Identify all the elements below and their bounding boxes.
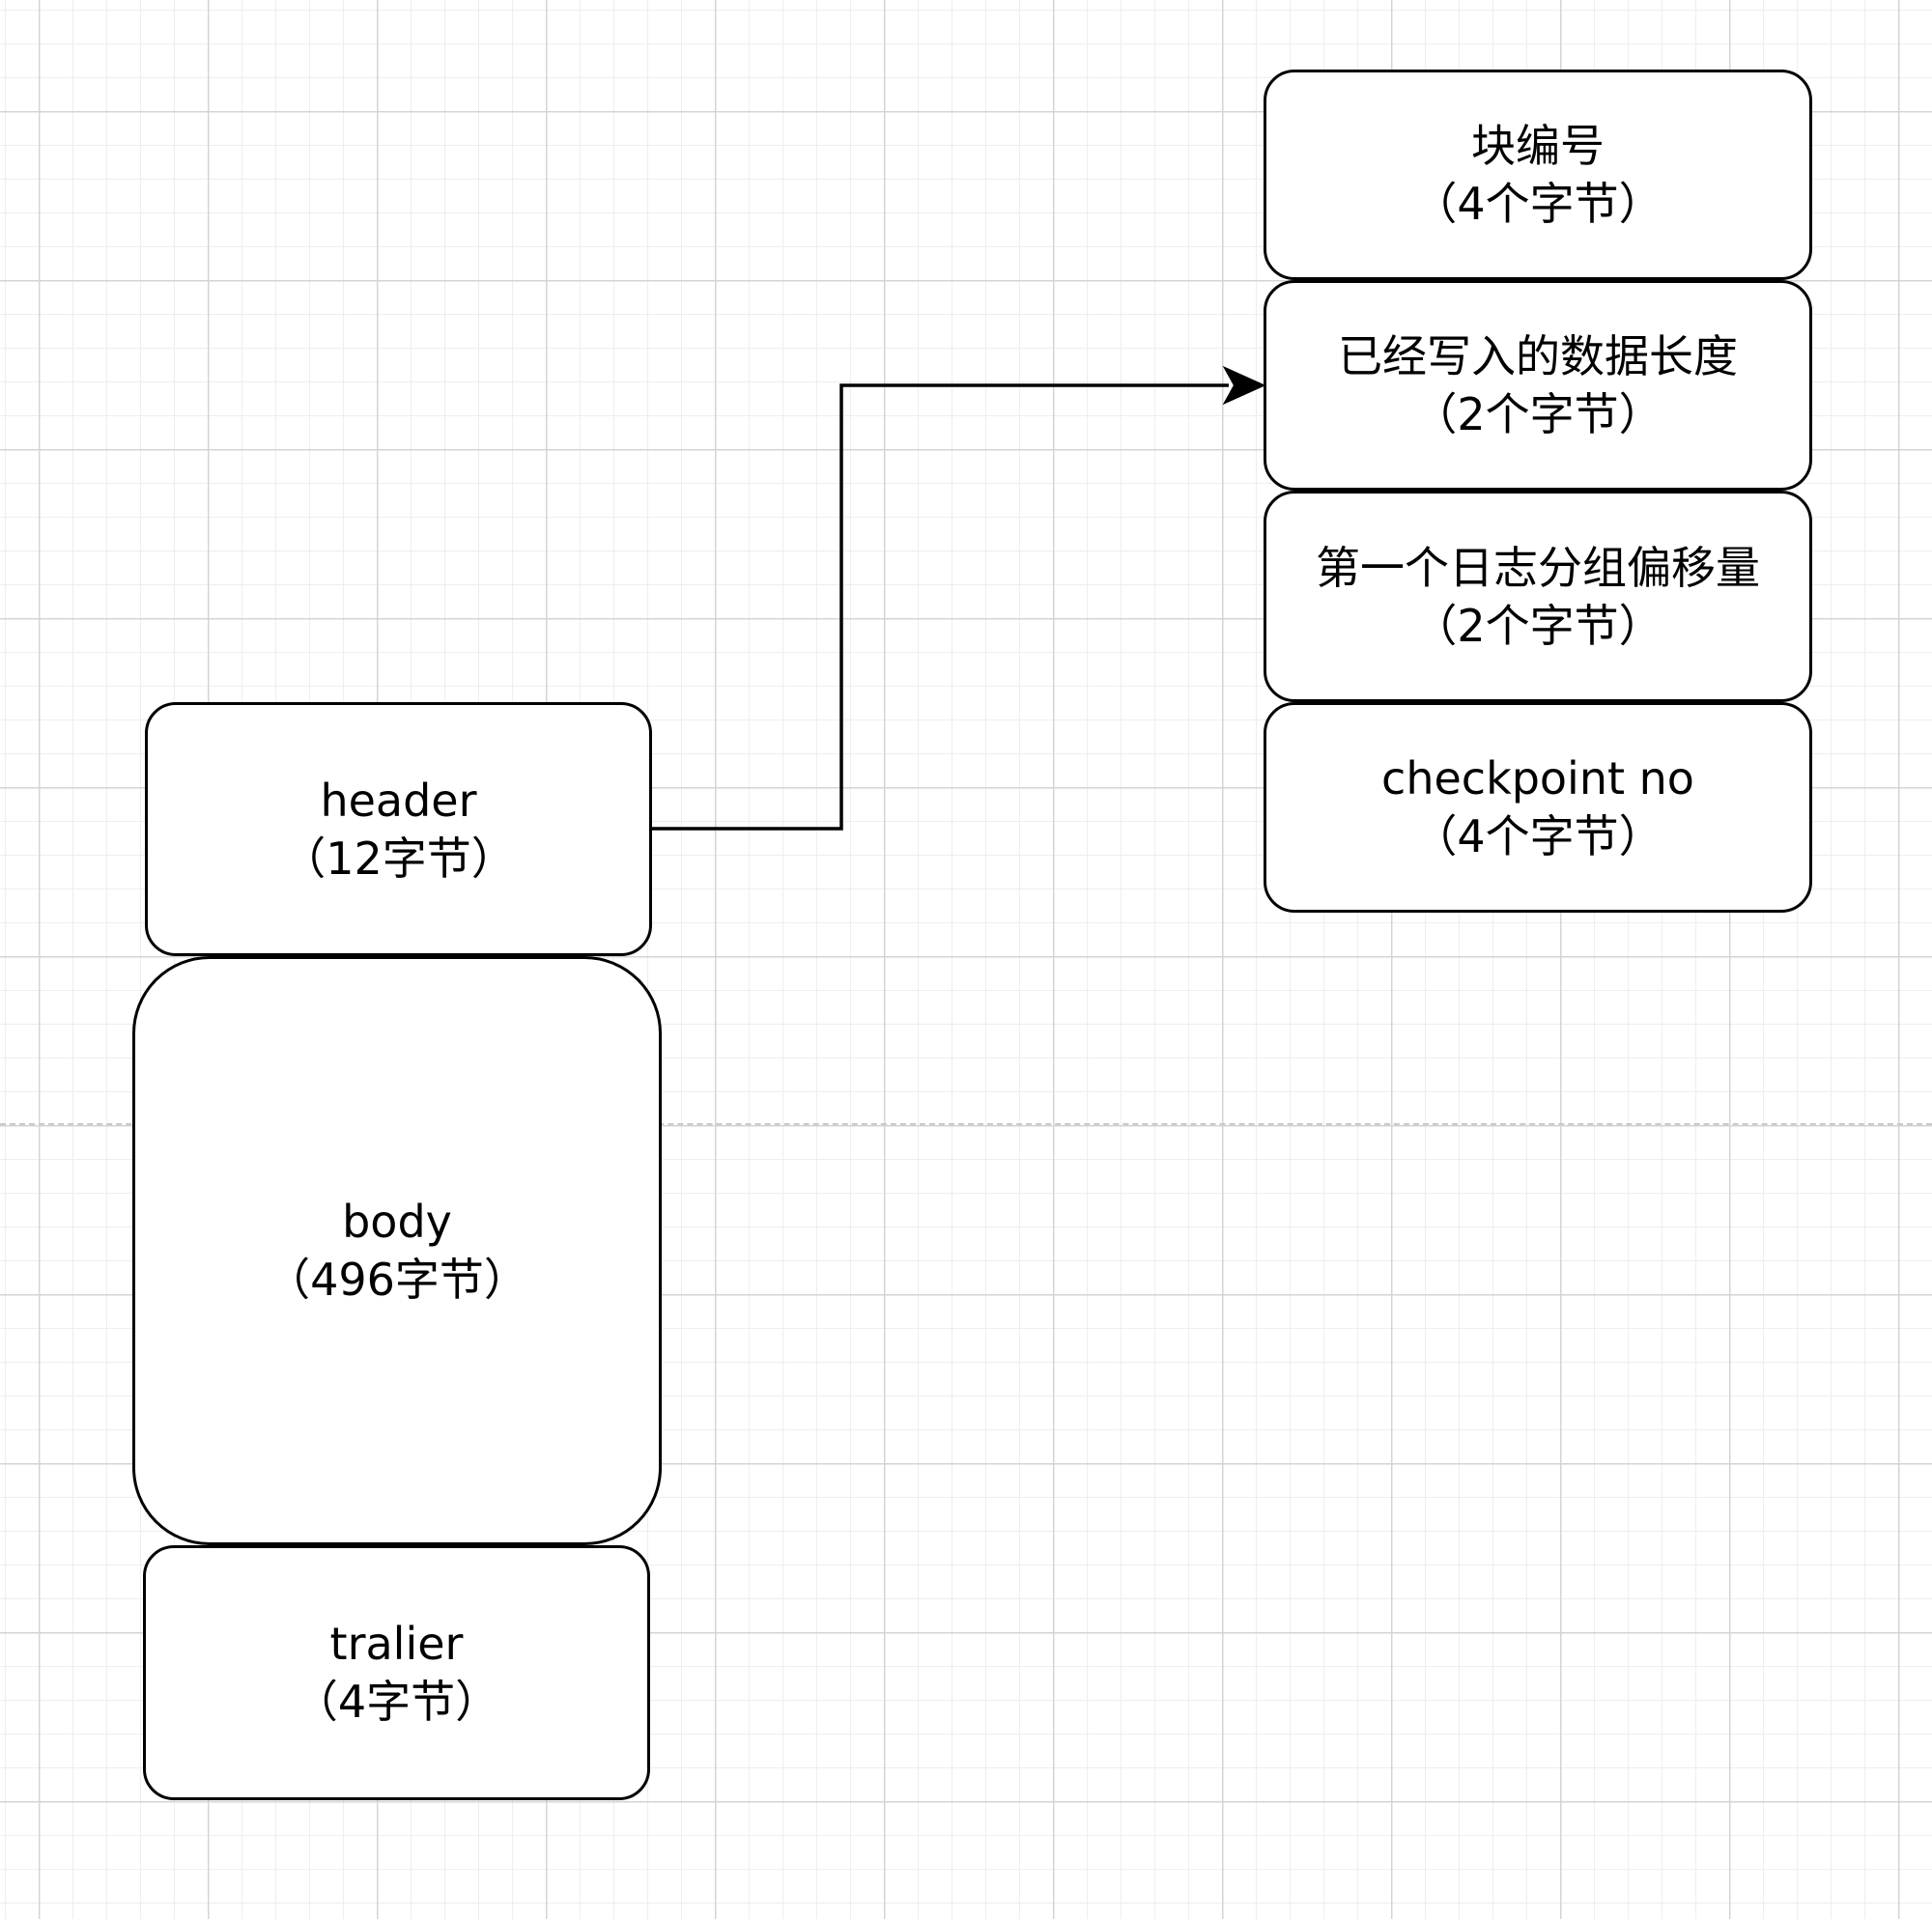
data-length-title: 已经写入的数据长度 [1338,330,1738,382]
header-to-fields-connector [652,383,1229,831]
checkpoint-no-title: checkpoint no [1381,752,1694,804]
first-group-offset-title: 第一个日志分组偏移量 [1316,541,1760,594]
header-box[interactable]: header （12字节） [145,702,652,956]
body-title: body [342,1196,452,1248]
checkpoint-no-size: （4个字节） [1412,810,1663,862]
data-length-size: （2个字节） [1412,388,1663,440]
block-number-title: 块编号 [1471,120,1605,172]
block-number-size: （4个字节） [1412,178,1663,230]
header-title: header [320,774,477,827]
page-break-line [0,1123,1932,1125]
connector-arrowhead [1222,365,1266,406]
trailer-title: tralier [329,1618,464,1670]
body-size: （496字节） [266,1254,528,1306]
checkpoint-no-box[interactable]: checkpoint no （4个字节） [1264,702,1812,913]
body-box[interactable]: body （496字节） [132,956,662,1545]
first-group-offset-size: （2个字节） [1412,599,1663,652]
first-group-offset-box[interactable]: 第一个日志分组偏移量 （2个字节） [1264,491,1812,702]
data-length-box[interactable]: 已经写入的数据长度 （2个字节） [1264,280,1812,491]
header-size: （12字节） [281,832,516,885]
trailer-box[interactable]: tralier （4字节） [143,1545,650,1800]
block-number-box[interactable]: 块编号 （4个字节） [1264,70,1812,280]
trailer-size: （4字节） [293,1676,500,1728]
